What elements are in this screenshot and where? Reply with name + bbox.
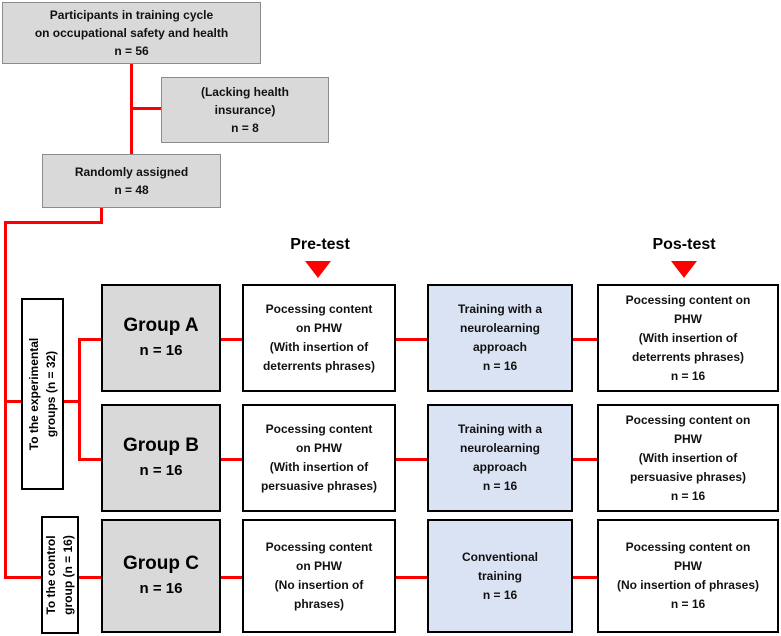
group-b-posttest-line: persuasive phrases) [629,469,747,484]
group-a-pretest-line: Pocessing content [265,302,373,316]
group-b-posttest-line: n = 16 [670,488,706,503]
participants-line-1: Participants in training cycle [49,8,214,22]
connector-to-group-c [79,576,102,579]
group-b-posttest-box: Pocessing content on PHW (With insertion… [597,404,779,512]
group-b-training-line: approach [472,460,527,474]
pre-test-label: Pre-test [290,236,350,253]
group-b-pretest-line: (With insertion of [269,460,369,474]
experimental-label-line-1: To the experimental [26,337,41,451]
group-a-pretest-line: deterrents phrases) [262,359,376,373]
group-b-pretest-box: Pocessing content on PHW (With insertion… [242,404,396,512]
group-b-training-line: n = 16 [482,479,518,493]
connector-c-post [572,576,598,579]
group-c-pretest-box: Pocessing content on PHW (No insertion o… [242,519,396,633]
group-a-pretest-line: on PHW [295,321,342,335]
group-a-training-line: approach [472,340,527,354]
connector-a-training [395,338,428,341]
lacking-line-1: (Lacking health [200,85,289,99]
connector-random-down [100,207,103,223]
experimental-groups-label: To the experimental groups (n = 32) [21,298,64,490]
group-b-box: Group B n = 16 [101,404,221,512]
random-line-1: Randomly assigned [74,165,189,179]
connector-to-experimental [4,400,22,403]
group-c-name: Group C [123,553,199,574]
pre-test-arrow-icon [305,261,331,278]
participants-box: Participants in training cycle on occupa… [2,2,261,64]
group-b-training-box: Training with a neurolearning approach n… [427,404,573,512]
control-label-line-1: To the control [44,535,58,615]
connector-to-group-b [78,458,102,461]
connector-to-group-a [78,338,102,341]
group-a-count: n = 16 [139,342,183,359]
group-a-name: Group A [123,315,199,336]
group-b-posttest-line: (With insertion of [638,450,738,465]
group-a-box: Group A n = 16 [101,284,221,392]
group-c-count: n = 16 [139,580,183,597]
group-c-pretest-line: on PHW [296,559,342,573]
connector-main-vertical [4,221,7,578]
group-c-pretest-line: phrases) [293,597,345,611]
group-c-posttest-line: (No insertion of phrases) [616,578,759,592]
group-a-posttest-line: deterrents phrases) [631,349,745,364]
group-c-posttest-line: Pocessing content on [625,540,751,554]
lacking-line-2: insurance) [214,103,276,117]
group-b-pretest-line: Pocessing content [265,422,373,436]
group-b-posttest-line: Pocessing content on [625,412,751,427]
group-c-posttest-line: n = 16 [670,597,706,611]
random-count: n = 48 [114,183,149,197]
group-b-count: n = 16 [139,462,183,479]
group-a-posttest-box: Pocessing content on PHW (With insertion… [597,284,779,392]
connector-b-post [572,458,598,461]
group-b-name: Group B [123,435,199,456]
connector-experimental-stub [63,400,80,403]
group-a-pretest-line: (With insertion of [269,340,369,354]
experimental-label-line-2: groups (n = 32) [43,350,58,438]
participants-count: n = 56 [114,44,149,58]
group-a-pretest-box: Pocessing content on PHW (With insertion… [242,284,396,392]
connector-a-pre [220,338,243,341]
connector-b-training [395,458,428,461]
participants-line-2: on occupational safety and health [34,26,229,40]
group-b-pretest-line: on PHW [296,441,342,455]
group-a-training-line: Training with a [457,302,542,316]
group-a-posttest-line: PHW [674,311,702,326]
connector-a-post [572,338,598,341]
connector-main-horizontal [4,221,103,224]
group-c-posttest-line: PHW [673,559,702,573]
connector-to-control [4,576,42,579]
group-a-posttest-line: (With insertion of [638,330,738,345]
group-a-posttest-line: Pocessing content on [625,292,751,307]
group-b-training-line: neurolearning [459,441,540,455]
post-test-arrow-icon [671,261,697,278]
connector-c-pre [220,576,243,579]
lacking-insurance-box: (Lacking health insurance) n = 8 [161,77,329,143]
post-test-label: Pos-test [652,236,716,253]
group-b-posttest-line: PHW [674,431,702,446]
group-c-box: Group C n = 16 [101,519,221,633]
group-c-pretest-line: Pocessing content [265,540,373,554]
group-a-training-line: neurolearning [459,321,540,335]
control-label-line-2: group (n = 16) [61,535,75,615]
group-c-training-box: Conventional training n = 16 [427,519,573,633]
group-c-pretest-line: (No insertion of [274,578,364,592]
group-b-pretest-line: persuasive phrases) [260,479,378,493]
connector-lacking [130,107,162,110]
group-a-posttest-line: n = 16 [670,368,706,383]
group-a-training-line: n = 16 [482,359,518,373]
lacking-count: n = 8 [231,121,259,135]
group-c-training-line: n = 16 [482,587,518,602]
connector-c-training [395,576,428,579]
group-c-training-line: Conventional [461,549,538,564]
connector-experimental-vertical [78,338,81,460]
group-a-training-box: Training with a neurolearning approach n… [427,284,573,392]
randomly-assigned-box: Randomly assigned n = 48 [42,154,221,208]
group-b-training-line: Training with a [457,422,542,436]
group-c-posttest-box: Pocessing content on PHW (No insertion o… [597,519,779,633]
control-group-label: To the control group (n = 16) [41,516,79,634]
group-c-training-line: training [477,568,522,583]
connector-b-pre [220,458,243,461]
